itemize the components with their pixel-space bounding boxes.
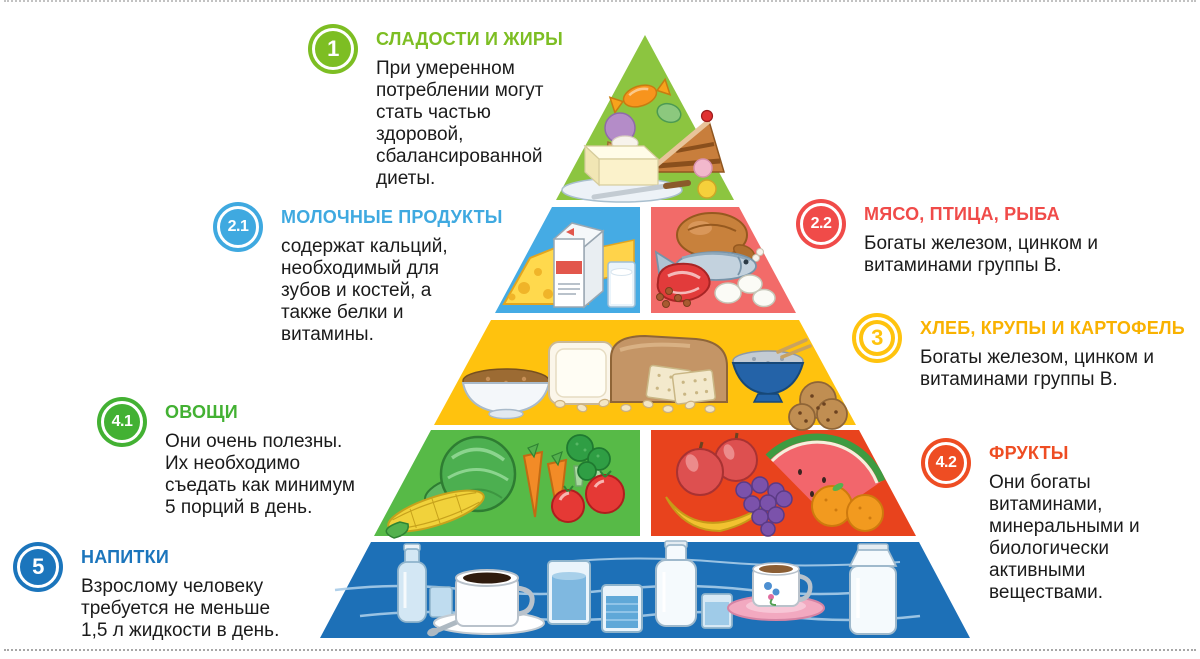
badge-vegetables: 4.1 <box>97 397 147 447</box>
small-tumbler-icon <box>429 586 453 618</box>
water-glass-icon <box>547 560 591 625</box>
small-water-glass-icon <box>701 593 733 629</box>
eggs-icon <box>714 274 776 308</box>
bread-foods-illustration <box>461 334 848 431</box>
badge-vegetables-number: 4.1 <box>111 413 133 430</box>
grapes-icon <box>735 476 793 537</box>
section-meat-title: МЯСО, ПТИЦА, РЫБА <box>864 204 1060 224</box>
grain-bowl-icon <box>731 338 812 403</box>
coffee-cup-icon <box>427 569 545 637</box>
badge-drinks: 5 <box>13 542 63 592</box>
badge-dairy: 2.1 <box>213 202 263 252</box>
badge-sweets-number: 1 <box>327 36 339 61</box>
milk-glass-icon <box>607 261 636 308</box>
badge-fruits-number: 4.2 <box>935 454 957 471</box>
pasta-icon <box>554 398 716 414</box>
section-fruits-body: Они богаты витаминами, минеральными и би… <box>989 472 1140 603</box>
section-drinks: 5 НАПИТКИ Взрослому человеку требуется н… <box>13 540 313 642</box>
section-dairy-body: содержат кальций, необходимый для зубов … <box>281 236 448 345</box>
section-dairy: 2.1 МОЛОЧНЫЕ ПРОДУКТЫ содержат кальций, … <box>213 200 513 346</box>
section-vegetables-body: Они очень полезны. Их необходимо съедать… <box>165 431 355 518</box>
section-sweets: 1 СЛАДОСТИ И ЖИРЫ При умеренном потребле… <box>308 22 578 190</box>
water-bottle-icon <box>397 543 427 623</box>
badge-sweets: 1 <box>308 24 358 74</box>
pink-sweet-icon <box>693 158 713 178</box>
watermelon-icon <box>765 433 886 518</box>
section-bread-body: Богаты железом, цинком и витаминами груп… <box>920 347 1154 390</box>
large-milk-bottle-icon <box>848 543 898 635</box>
badge-meat: 2.2 <box>796 199 846 249</box>
vegetable-foods-illustration <box>385 434 625 539</box>
apples-icon <box>676 432 758 496</box>
section-sweets-body: При умеренном потреблении могут стать ча… <box>376 58 544 189</box>
second-glass-icon <box>601 584 643 633</box>
top-dotted-divider <box>4 0 1196 2</box>
crackers-icon <box>645 364 716 405</box>
badge-fruits: 4.2 <box>921 438 971 488</box>
section-bread: 3 ХЛЕБ, КРУПЫ И КАРТОФЕЛЬ Богаты железом… <box>852 311 1192 391</box>
section-meat-body: Богаты железом, цинком и витаминами груп… <box>864 233 1098 276</box>
section-drinks-body: Взрослому человеку требуется не меньше 1… <box>81 576 280 641</box>
green-candy-icon <box>656 102 682 124</box>
fruit-foods-illustration <box>665 432 886 537</box>
oranges-icon <box>811 483 884 532</box>
bread-slice-icon <box>548 341 614 405</box>
butter-plate-icon <box>561 144 691 203</box>
roast-chicken-icon <box>676 212 764 262</box>
bottom-dotted-divider <box>4 649 1196 651</box>
teacup-icon <box>727 562 825 621</box>
milk-bottle-icon <box>655 540 697 627</box>
meat-foods-illustration <box>654 212 776 308</box>
section-vegetables-title: ОВОЩИ <box>165 402 238 422</box>
badge-bread: 3 <box>852 313 902 363</box>
yellow-sweet-icon <box>697 179 717 199</box>
section-fruits-title: ФРУКТЫ <box>989 443 1069 463</box>
section-vegetables: 4.1 ОВОЩИ Они очень полезны. Их необходи… <box>97 395 397 519</box>
badge-dairy-number: 2.1 <box>227 218 249 235</box>
section-sweets-title: СЛАДОСТИ И ЖИРЫ <box>376 29 563 49</box>
badge-drinks-number: 5 <box>32 554 44 579</box>
section-bread-title: ХЛЕБ, КРУПЫ И КАРТОФЕЛЬ <box>920 318 1185 338</box>
carrots-icon <box>522 442 568 522</box>
potatoes-icon <box>788 381 848 431</box>
beans-icon <box>656 287 691 308</box>
candy-icon <box>608 77 672 115</box>
cereal-bowl-icon <box>461 368 551 420</box>
badge-bread-number: 3 <box>871 325 883 350</box>
steak-icon <box>656 262 711 303</box>
sweets-foods-illustration <box>561 77 726 203</box>
dairy-foods-illustration <box>502 222 636 309</box>
section-dairy-title: МОЛОЧНЫЕ ПРОДУКТЫ <box>281 207 503 227</box>
section-drinks-title: НАПИТКИ <box>81 547 169 567</box>
tomatoes-icon <box>551 470 625 523</box>
corn-icon <box>385 489 485 539</box>
section-meat: 2.2 МЯСО, ПТИЦА, РЫБА Богаты железом, ци… <box>796 197 1126 277</box>
milk-carton-icon <box>552 222 605 309</box>
drink-foods-illustration <box>334 540 921 637</box>
badge-meat-number: 2.2 <box>810 215 832 232</box>
section-fruits: 4.2 ФРУКТЫ Они богаты витаминами, минера… <box>921 436 1181 604</box>
